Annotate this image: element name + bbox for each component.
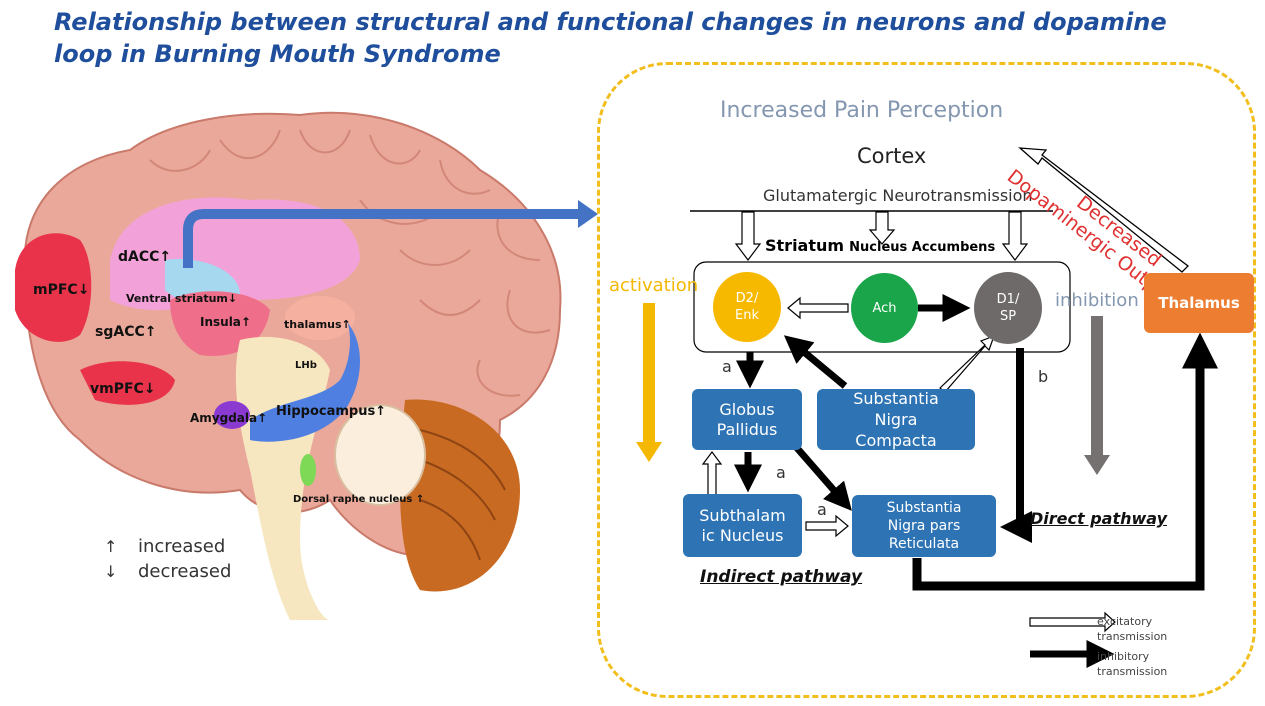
brain-to-diagram-arrowhead [578,200,598,228]
glutamate-arrow-right [1001,211,1029,261]
pathway-label-b: b [1038,367,1049,386]
label-sgacc: sgACC↑ [95,324,157,340]
label-raphe: Dorsal raphe nucleus ↑ [293,494,425,505]
legend-inhibitory-label: inhibitory transmission [1097,650,1168,678]
vermis [334,404,426,506]
glutamatergic-label: Glutamatergic Neurotransmission [763,186,1033,205]
thalamus-to-cortex-arrow [1018,147,1189,273]
label-mpfc: mPFC↓ [33,282,90,298]
inhibition-arrowhead [1084,455,1110,475]
label-amygdala: Amygdala↑ [190,411,268,425]
mpfc-region [15,233,92,342]
cerebellum [400,399,520,592]
thalamus-region [285,296,355,340]
substantia-nigra-compacta-node: Substantia Nigra Compacta [817,389,975,450]
pathway-label-a3: a [817,500,827,519]
legend-decreased: ↓decreased [104,561,232,582]
label-thalamus-brain: thalamus↑ [284,318,351,331]
d1-to-snr-arrow [1000,348,1032,543]
down-arrow-icon: ↓ [104,562,118,581]
label-dacc: dACC↑ [118,249,172,265]
label-vmpfc: vmPFC↓ [90,381,156,397]
raphe-region [300,454,316,486]
label-lhb: LHb [295,360,317,371]
snr-to-thalamus-arrow [912,332,1218,591]
cortex-label: Cortex [857,144,927,168]
stn-to-snr-arrow [805,514,849,538]
snc-to-d2-arrow [783,335,848,389]
activation-label: activation [609,275,699,296]
direct-pathway-label: Direct pathway [1030,509,1168,528]
gp-to-snr-arrow [794,445,852,511]
stn-to-gp-arrow [701,451,723,496]
pathway-label-a2: a [776,463,786,482]
d2-enk-node: D2/ Enk [713,272,781,342]
indirect-pathway-label: Indirect pathway [700,567,863,587]
page-title: Relationship between structural and func… [54,8,1167,68]
globus-pallidus-node: Globus Pallidus [692,389,802,450]
label-hippocampus: Hippocampus↑ [276,404,387,419]
brain-to-diagram-arrow [183,209,580,268]
striatum-box [693,261,1071,353]
subthalamic-nucleus-node: Subthalam ic Nucleus [683,494,802,557]
substantia-nigra-reticulata-node: Substantia Nigra pars Reticulata [852,495,996,557]
activation-arrowhead [636,442,662,462]
pain-perception-label: Increased Pain Perception [720,98,1004,123]
glutamate-arrow-left [734,211,762,261]
hippocampus-region [250,320,360,442]
ach-to-d2-arrow [787,296,849,320]
amygdala-region [214,401,250,429]
inhibition-label: inhibition [1055,290,1139,311]
ach-node: Ach [851,273,918,343]
label-insula: Insula↑ [200,315,251,329]
d1-sp-node: D1/ SP [974,272,1042,344]
glutamate-arrow-mid [868,211,896,245]
legend-excitatory-label: excitatory transmission [1097,615,1168,643]
vmpfc-region [80,361,175,405]
legend-increased: ↑increased [104,536,226,557]
up-arrow-icon: ↑ [104,537,118,556]
brain-illustration [15,111,598,620]
snc-to-d1-arrow [939,334,996,393]
label-ventral-striatum: Ventral striatum↓ [126,292,238,305]
pathway-label-a1: a [722,357,732,376]
legend-excitatory-arrow [1029,611,1116,633]
striatum-label: Striatum Nucleus Accumbens [765,236,996,255]
dopamine-loop-frame [597,62,1256,698]
thalamus-node: Thalamus [1144,273,1254,333]
cerebellum-folia [419,429,506,561]
